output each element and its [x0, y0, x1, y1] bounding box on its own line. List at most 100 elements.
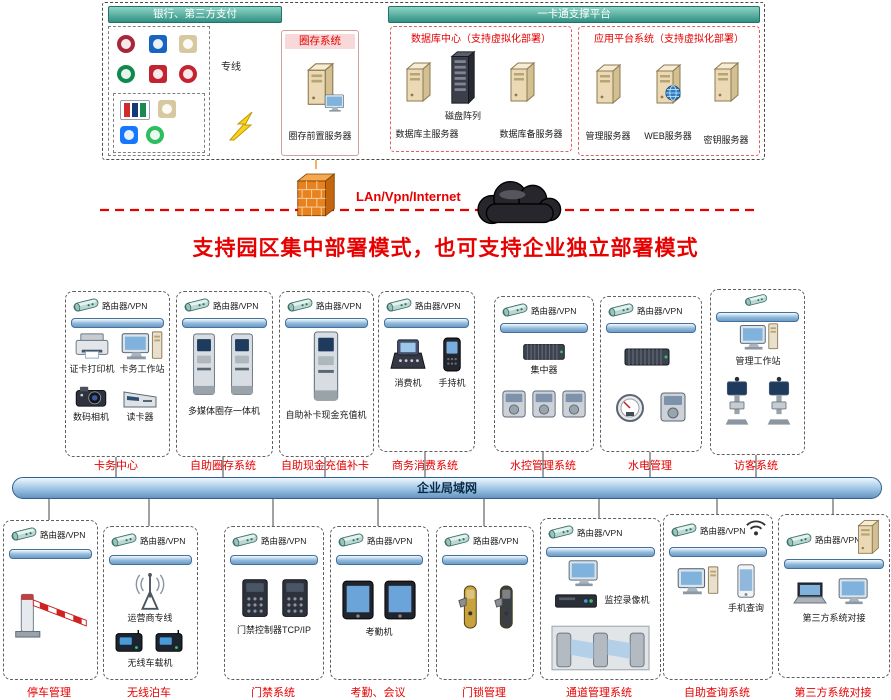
- title-visitor-system: 访客系统: [734, 460, 778, 472]
- kiosk-icon: [191, 332, 217, 400]
- bank-logo-icon: [117, 65, 135, 83]
- network-segment-bar: [784, 559, 884, 569]
- web-server-label: WEB服务器: [644, 131, 692, 141]
- kiosk-icon: [229, 332, 255, 400]
- title-water-control: 水控管理系统: [510, 460, 576, 472]
- wall-unit-icon: [561, 389, 587, 419]
- barrier-gate-icon: [12, 585, 90, 639]
- router-label: 路由器/VPN: [40, 530, 86, 540]
- router-vpn-icon: [181, 296, 213, 314]
- disk-array-label: 磁盘阵列: [444, 111, 482, 121]
- network-segment-bar: [442, 555, 528, 565]
- platform-title: 一卡通支撑平台: [388, 6, 760, 23]
- wall-unit-icon: [659, 391, 687, 423]
- dvr-label: 监控录像机: [604, 595, 650, 605]
- card-printer-icon: [74, 332, 110, 360]
- router-vpn-icon: [383, 296, 415, 314]
- title-card-center: 卡务中心: [94, 460, 138, 472]
- internet-cloud-icon: [466, 176, 568, 230]
- network-segment-bar: [384, 318, 469, 328]
- car-unit-icon: [114, 629, 144, 655]
- controller-label: 门禁控制器TCP/IP: [236, 625, 312, 635]
- quancun-system-box: 圈存系统 圈存前置服务器: [281, 30, 359, 156]
- dvr-icon: [553, 593, 599, 609]
- router-label: 路由器/VPN: [531, 306, 577, 316]
- box-parking: 路由器/VPN: [3, 520, 98, 680]
- turnstile-icon: [551, 625, 650, 671]
- mgmt-server-label: 管理服务器: [585, 131, 631, 141]
- server-icon: [855, 517, 881, 555]
- printer-label: 证卡打印机: [69, 364, 115, 374]
- wall-unit-icon: [501, 389, 527, 419]
- door-lock-icon: [457, 583, 479, 631]
- quancun-title: 圈存系统: [285, 34, 355, 49]
- key-server-icon: [711, 57, 741, 105]
- title-attendance: 考勤、会议: [350, 687, 406, 699]
- carrier-line-label: 运营商专线: [127, 613, 173, 623]
- workstation-icon: [676, 565, 720, 599]
- box-self-deposit: 路由器/VPN 多媒体圈存一体机: [176, 291, 273, 457]
- router-label: 路由器/VPN: [473, 536, 519, 546]
- camera-label: 数码相机: [72, 412, 110, 422]
- router-label: 路由器/VPN: [261, 536, 307, 546]
- pos-label: 消费机: [394, 378, 422, 388]
- handheld-label: 手持机: [438, 378, 466, 388]
- bank-logo-icon: [179, 65, 197, 83]
- alipay-icon: [120, 126, 138, 144]
- bank-logo-icon: [149, 65, 167, 83]
- concentrator-icon: [521, 339, 567, 363]
- title-channel-mgmt: 通道管理系统: [566, 687, 632, 699]
- router-vpn-icon: [335, 531, 367, 549]
- router-vpn-icon: [229, 531, 261, 549]
- attendance-label: 考勤机: [365, 627, 393, 637]
- deployment-slogan: 支持园区集中部署模式，也可支持企业独立部署模式: [192, 237, 699, 260]
- lightning-link-icon: [226, 112, 256, 142]
- network-segment-bar: [182, 318, 267, 328]
- router-vpn-icon: [284, 296, 316, 314]
- wall-unit-icon: [531, 389, 557, 419]
- laptop-icon: [791, 581, 829, 607]
- phone-icon: [736, 563, 756, 599]
- monitor-icon: [324, 93, 346, 113]
- router-label: 路由器/VPN: [415, 301, 461, 311]
- card-reader-icon: [122, 388, 158, 410]
- door-lock-icon: [493, 583, 515, 631]
- concentrator-label: 集中器: [530, 365, 558, 375]
- title-self-deposit: 自助圈存系统: [190, 460, 256, 472]
- title-wireless-parking: 无线泊车: [127, 687, 171, 699]
- third-party-link-label: 第三方系统对接: [802, 613, 866, 623]
- monitor-icon: [567, 559, 601, 587]
- kiosk-icon: [311, 330, 341, 406]
- router-vpn-icon: [70, 296, 102, 314]
- title-cash-recharge: 自助现金充值补卡: [281, 460, 369, 472]
- bank-section-title: 银行、第三方支付: [108, 6, 282, 23]
- router-label: 路由器/VPN: [577, 528, 623, 538]
- router-label: 路由器/VPN: [815, 535, 861, 545]
- car-unit-icon: [154, 629, 184, 655]
- monitor-icon: [837, 577, 871, 605]
- db-center-title: 数据库中心（支持虚拟化部署）: [411, 34, 551, 45]
- box-wireless-parking: 路由器/VPN 运营商专线 无线车载机: [103, 526, 198, 680]
- workstation-icon: [737, 322, 781, 354]
- router-vpn-icon: [741, 292, 771, 308]
- box-water-control: 路由器/VPN 集中器: [494, 296, 594, 452]
- router-vpn-icon: [499, 301, 531, 319]
- concentrator-icon: [623, 343, 671, 369]
- firewall-icon: [296, 169, 336, 219]
- network-label: LAn/Vpn/Internet: [356, 189, 461, 204]
- network-segment-bar: [230, 555, 318, 565]
- router-label: 路由器/VPN: [140, 536, 186, 546]
- enterprise-lan-bar: 企业局域网: [12, 477, 882, 499]
- box-card-center: 路由器/VPN 证卡打印机 卡务工作站 数码相机 读卡器: [65, 291, 170, 457]
- server-icon: [507, 59, 537, 103]
- network-segment-bar: [109, 555, 192, 565]
- router-vpn-icon: [783, 531, 815, 549]
- router-vpn-icon: [545, 523, 577, 541]
- box-access-control: 路由器/VPN 门禁控制器TCP/IP: [224, 526, 324, 680]
- network-segment-bar: [669, 547, 767, 557]
- title-self-query: 自助查询系统: [684, 687, 750, 699]
- router-vpn-icon: [108, 531, 140, 549]
- bank-logo-icon: [179, 35, 197, 53]
- network-segment-bar: [546, 547, 655, 557]
